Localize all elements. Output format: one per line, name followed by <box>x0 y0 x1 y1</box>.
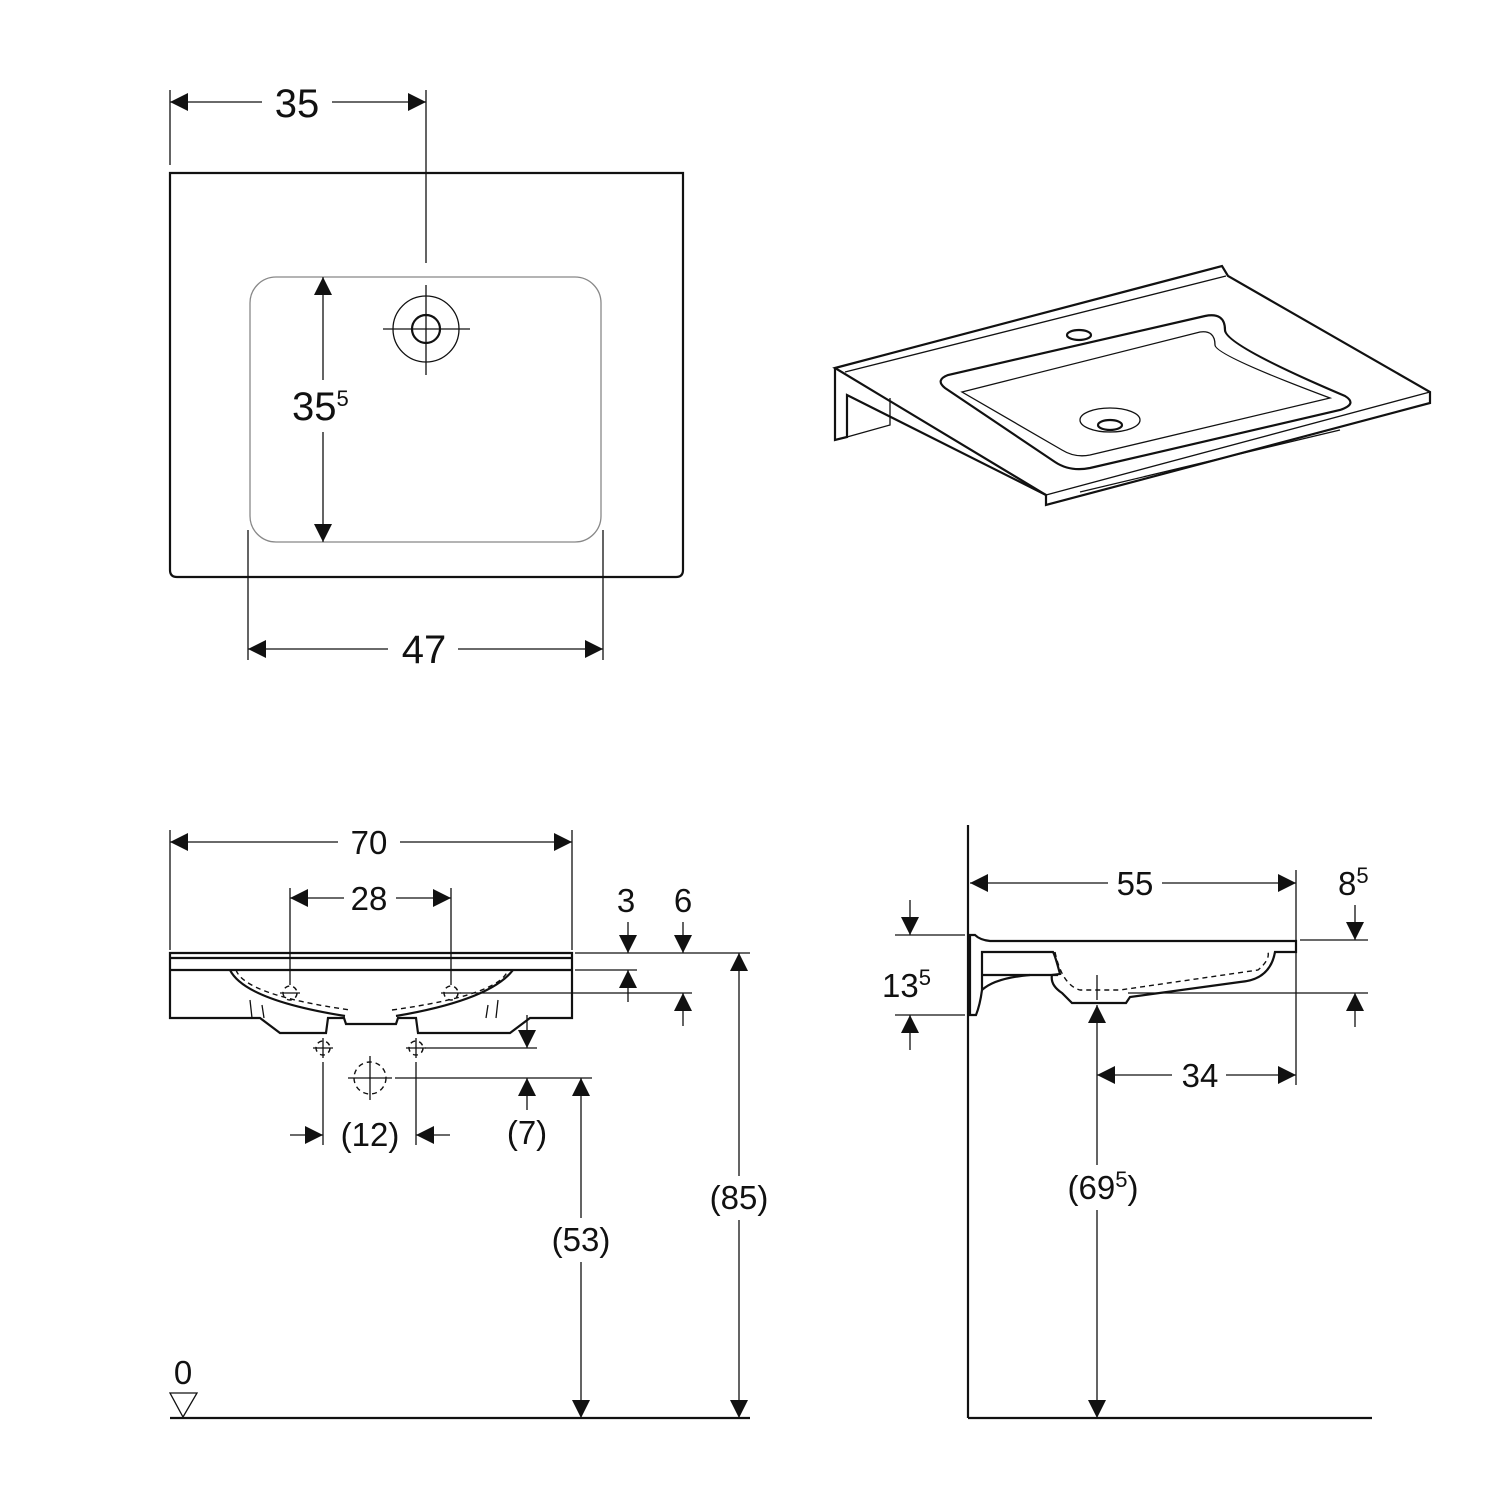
basin-outline <box>168 171 685 579</box>
dim-width: 70 <box>351 824 388 861</box>
dim-tap-offset: 35 <box>275 82 320 126</box>
hole-crosshairs <box>280 985 461 1100</box>
dim-basin-width: 47 <box>402 628 447 672</box>
front-view: 70 28 3 6 (7) (12) (53) (85) 0 <box>168 824 769 1420</box>
dim-85: (85) <box>710 1179 769 1216</box>
bowl-outline <box>249 276 602 543</box>
dim-13-5: 135 <box>882 965 931 1004</box>
top-view: 35 355 47 <box>168 82 685 672</box>
dim-34: 34 <box>1182 1057 1219 1094</box>
dim-8-5: 85 <box>1338 863 1369 902</box>
tap-hole-icon <box>383 285 470 375</box>
level-triangle-icon <box>168 1392 199 1419</box>
isometric-view <box>832 264 1432 507</box>
dim-basin-depth: 355 <box>292 385 349 429</box>
dim-69-5: (695) <box>1068 1167 1139 1206</box>
dim-depth: 55 <box>1117 865 1154 902</box>
dim-holes: 28 <box>351 880 388 917</box>
dim-6: 6 <box>674 882 692 919</box>
side-view: 55 85 135 34 (695) <box>882 825 1372 1420</box>
dim-53: (53) <box>552 1221 611 1258</box>
dim-3: 3 <box>617 882 635 919</box>
dim-7: (7) <box>507 1114 547 1151</box>
dim-12: (12) <box>341 1116 400 1153</box>
floor-level-label: 0 <box>174 1354 192 1391</box>
